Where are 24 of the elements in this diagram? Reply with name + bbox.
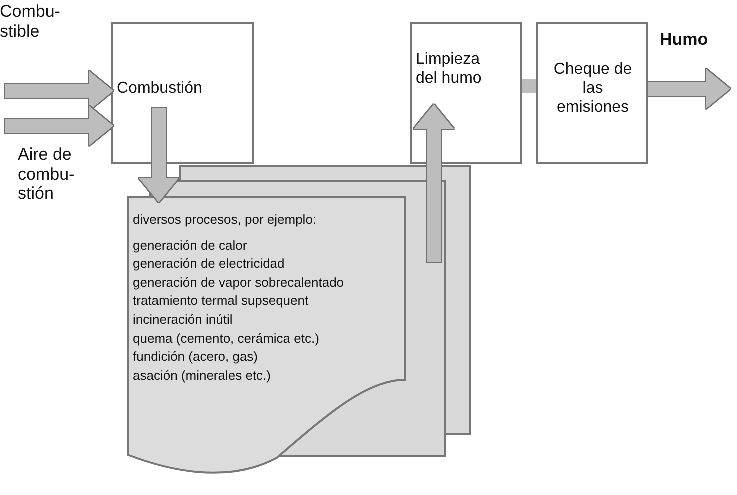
- block-arrow: [139, 108, 179, 202]
- list-item: generación de calor: [133, 238, 248, 254]
- list-item: tratamiento termal supsequent: [133, 293, 310, 309]
- list-item: generación de vapor sobrecalentado: [133, 274, 346, 290]
- box-label: Limpieza del humo: [416, 50, 483, 88]
- list-item: quema (cemento, cerámica etc.): [133, 330, 320, 346]
- process-box: [410, 22, 522, 164]
- edge-label: Humo: [660, 30, 710, 50]
- list-item: incineración inútil: [133, 312, 234, 328]
- box-label: Cheque de las emisiones: [552, 60, 634, 118]
- connector-bar: [522, 79, 536, 93]
- block-arrow: [648, 69, 730, 109]
- edge-label: Aire de combu- stión: [18, 145, 76, 204]
- block-arrow: [5, 106, 114, 146]
- list-item: asación (minerales etc.): [133, 368, 272, 384]
- box-label: Combustión: [117, 79, 204, 98]
- block-arrow: [414, 104, 454, 262]
- list-item: generación de electricidad: [133, 256, 286, 272]
- edge-label: Combu- stible: [0, 2, 62, 42]
- list-item: fundición (acero, gas): [133, 349, 260, 365]
- process-box: [536, 22, 648, 164]
- list-heading: diversos procesos, por ejemplo:: [133, 212, 318, 228]
- block-arrow: [5, 71, 114, 111]
- process-box: [111, 22, 254, 164]
